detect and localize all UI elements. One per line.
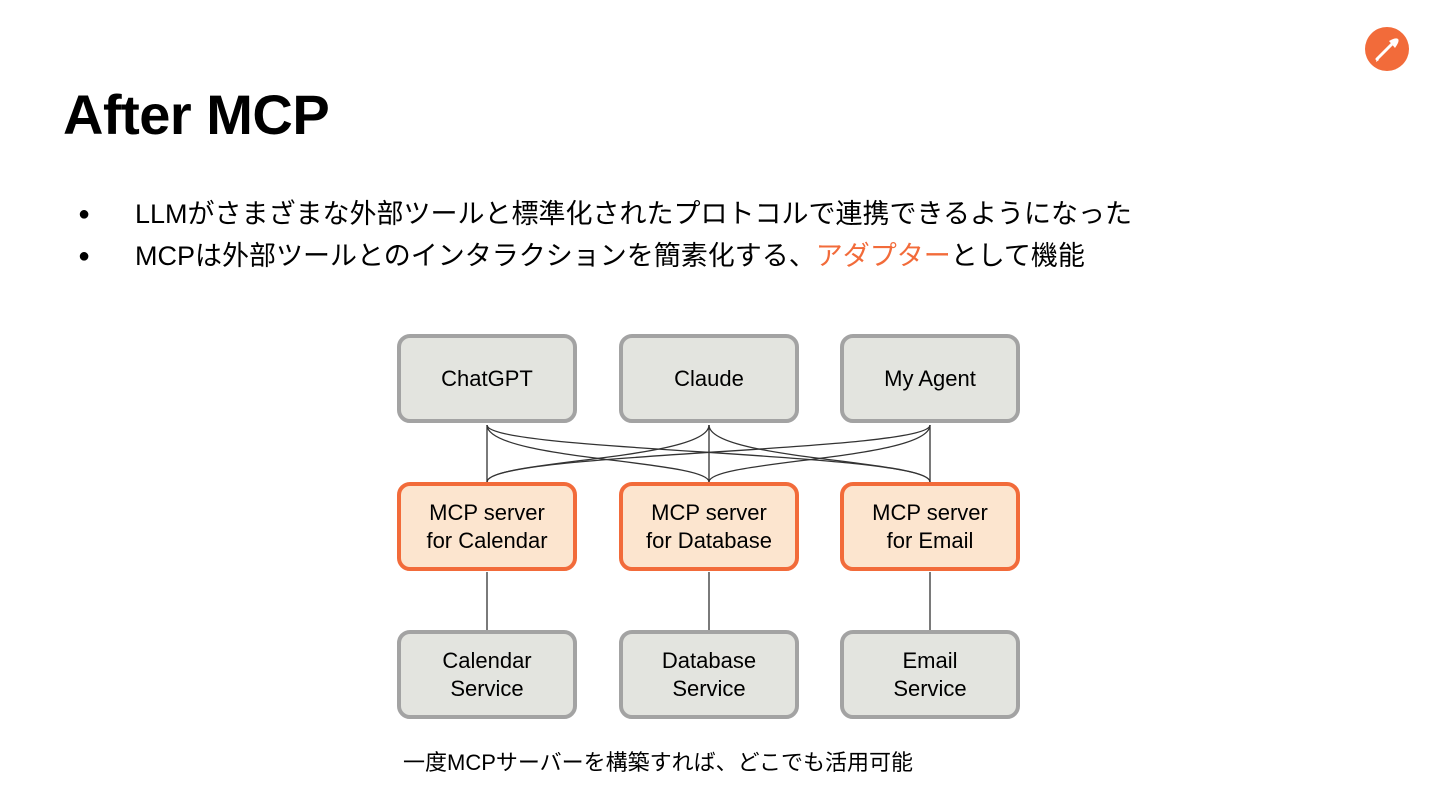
connector-line: [486, 424, 931, 483]
connector-line: [708, 424, 931, 483]
connector-line: [486, 424, 710, 483]
bullet-dot: ●: [78, 245, 91, 267]
brand-logo-icon: [1365, 27, 1409, 71]
service-box-database: Database Service: [619, 630, 799, 719]
client-box-claude: Claude: [619, 334, 799, 423]
bullet-text: LLMがさまざまな外部ツールと標準化されたプロトコルで連携できるようになった: [135, 199, 1132, 229]
bullet-text-after: として機能: [950, 241, 1085, 271]
bullet-list: ●LLMがさまざまな外部ツールと標準化されたプロトコルで連携できるようになった …: [78, 193, 1132, 277]
server-box-database: MCP server for Database: [619, 482, 799, 571]
bullet-dot: ●: [78, 203, 91, 225]
client-box-my-agent: My Agent: [840, 334, 1020, 423]
slide-title: After MCP: [63, 83, 330, 146]
bullet-text-before: MCPは外部ツールとのインタラクションを簡素化する、: [135, 241, 816, 271]
connector-line: [708, 424, 931, 483]
bullet-item: ● LLMがさまざまな外部ツールと標準化されたプロトコルで連携できるようになった: [78, 193, 1132, 235]
diagram-caption: 一度MCPサーバーを構築すれば、どこでも活用可能: [403, 750, 914, 775]
server-box-calendar: MCP server for Calendar: [397, 482, 577, 571]
service-box-email: Email Service: [840, 630, 1020, 719]
bullet-item: ● MCPは外部ツールとのインタラクションを簡素化する、アダプターとして機能: [78, 235, 1132, 277]
service-box-calendar: Calendar Service: [397, 630, 577, 719]
server-box-email: MCP server for Email: [840, 482, 1020, 571]
connector-line: [486, 424, 710, 483]
bullet-highlight: アダプター: [815, 241, 951, 271]
client-box-chatgpt: ChatGPT: [397, 334, 577, 423]
